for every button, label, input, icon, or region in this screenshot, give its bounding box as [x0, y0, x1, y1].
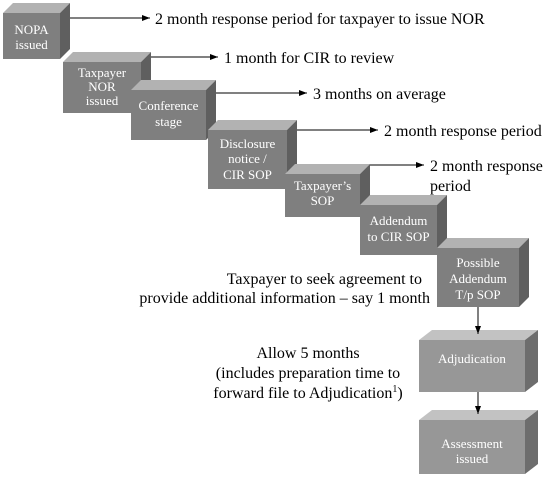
step-box-possible-addendum: Possible Addendum T/p SOP — [437, 238, 529, 307]
box-front-face — [131, 90, 206, 140]
box-label-line: to CIR SOP — [367, 229, 429, 244]
box-label-line: Addendum — [449, 271, 507, 286]
box-label-line: stage — [155, 114, 182, 129]
box-top-face — [437, 238, 529, 248]
box-label-line: Assessment — [441, 436, 503, 451]
box-top-face — [208, 120, 297, 130]
box-side-face — [519, 238, 529, 307]
box-label-line: NOPA — [14, 22, 49, 37]
box-label-line: issued — [456, 451, 489, 466]
box-label-line: Possible — [456, 255, 500, 270]
step-box-conference-stage: Conference stage — [131, 80, 216, 140]
footnote-marker: 1 — [392, 384, 397, 395]
box-top-face — [285, 164, 370, 174]
duration-label: 2 month response period — [384, 123, 542, 140]
duration-label: 1 month for CIR to review — [224, 50, 395, 67]
adjudication-note-line: Allow 5 months — [256, 345, 359, 362]
box-top-face — [360, 195, 447, 205]
agreement-note-line: Taxpayer to seek agreement to — [227, 271, 422, 288]
step-box-nopa-issued: NOPA issued — [3, 3, 70, 59]
box-front-face — [3, 13, 60, 59]
box-label-line: CIR SOP — [223, 167, 272, 182]
box-top-face — [3, 3, 70, 13]
box-front-face — [419, 420, 525, 474]
box-front-face — [360, 205, 437, 255]
box-top-face — [419, 410, 538, 420]
step-box-taxpayer-sop: Taxpayer’s SOP — [285, 164, 370, 217]
box-label-line: Conference — [139, 98, 199, 113]
step-box-taxpayer-nor-issued: Taxpayer NOR issued — [63, 52, 151, 113]
box-label-line: notice / — [228, 151, 267, 166]
adjudication-note-line: (includes preparation time to — [216, 365, 400, 382]
closing-paren: ) — [397, 385, 402, 402]
box-label-line: Taxpayer’s — [294, 178, 351, 193]
box-front-face — [63, 62, 141, 113]
box-front-face — [208, 130, 287, 189]
box-top-face — [419, 330, 538, 340]
box-top-face — [131, 80, 216, 90]
box-front-face — [419, 340, 525, 392]
adjudication-note-line: forward file to Adjudication1) — [213, 384, 402, 402]
step-box-addendum-cir-sop: Addendum to CIR SOP — [360, 195, 447, 255]
box-label-line: NOR — [88, 79, 116, 94]
box-front-face — [437, 248, 519, 307]
box-side-face — [525, 330, 538, 392]
duration-label: 2 month response — [430, 158, 543, 175]
duration-label: 3 months on average — [313, 86, 446, 103]
box-label-line: Adjudication — [438, 351, 506, 366]
box-label-line: T/p SOP — [455, 287, 500, 302]
box-label-line: Taxpayer — [78, 65, 127, 80]
box-label-line: Addendum — [370, 213, 428, 228]
box-side-face — [437, 195, 447, 255]
adjudication-note-text: forward file to Adjudication — [213, 385, 392, 402]
duration-label: 2 month response period for taxpayer to … — [155, 11, 485, 28]
step-box-disclosure-notice: Disclosure notice / CIR SOP — [208, 120, 297, 189]
box-label-line: issued — [86, 93, 119, 108]
duration-label: period — [430, 178, 471, 195]
step-box-adjudication: Adjudication — [419, 330, 538, 392]
box-side-face — [525, 410, 538, 474]
agreement-note-line: provide additional information – say 1 m… — [139, 290, 430, 307]
box-top-face — [63, 52, 151, 62]
box-label-line: SOP — [311, 193, 335, 208]
box-front-face — [285, 174, 360, 217]
box-side-face — [60, 3, 70, 59]
box-label-line: Disclosure — [220, 136, 276, 151]
box-label-line: issued — [15, 37, 48, 52]
step-box-assessment-issued: Assessment issued — [419, 410, 538, 474]
